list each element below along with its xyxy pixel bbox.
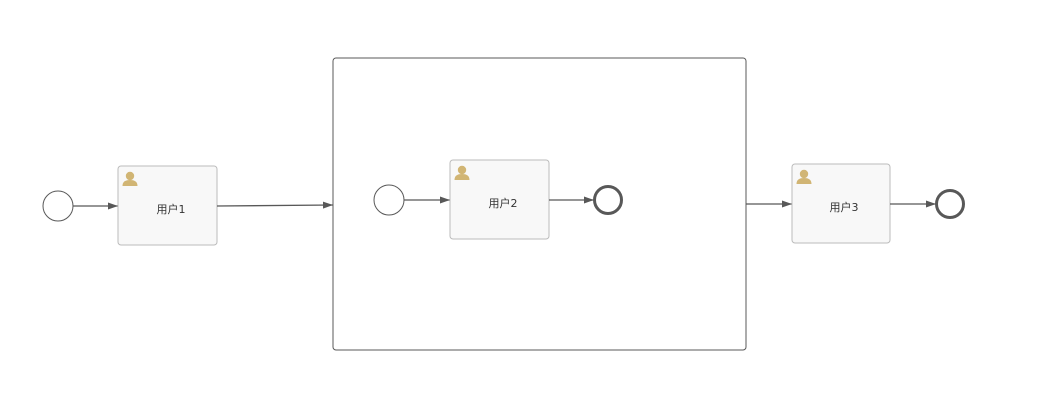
subprocess-end-event[interactable] (593, 185, 623, 215)
start-event[interactable] (42, 190, 74, 222)
task-label: 用户1 (157, 202, 186, 216)
user-task-1[interactable]: 用户1 (117, 165, 218, 246)
sequence-flow-task-1-to-subprocess[interactable] (216, 201, 334, 209)
user-task-3[interactable]: 用户3 (791, 163, 891, 244)
user-task-2[interactable]: 用户2 (449, 159, 550, 240)
end-event[interactable] (935, 189, 965, 219)
subprocess-start-event[interactable] (373, 184, 405, 216)
task-label: 用户2 (489, 196, 518, 210)
task-label: 用户3 (830, 200, 859, 214)
